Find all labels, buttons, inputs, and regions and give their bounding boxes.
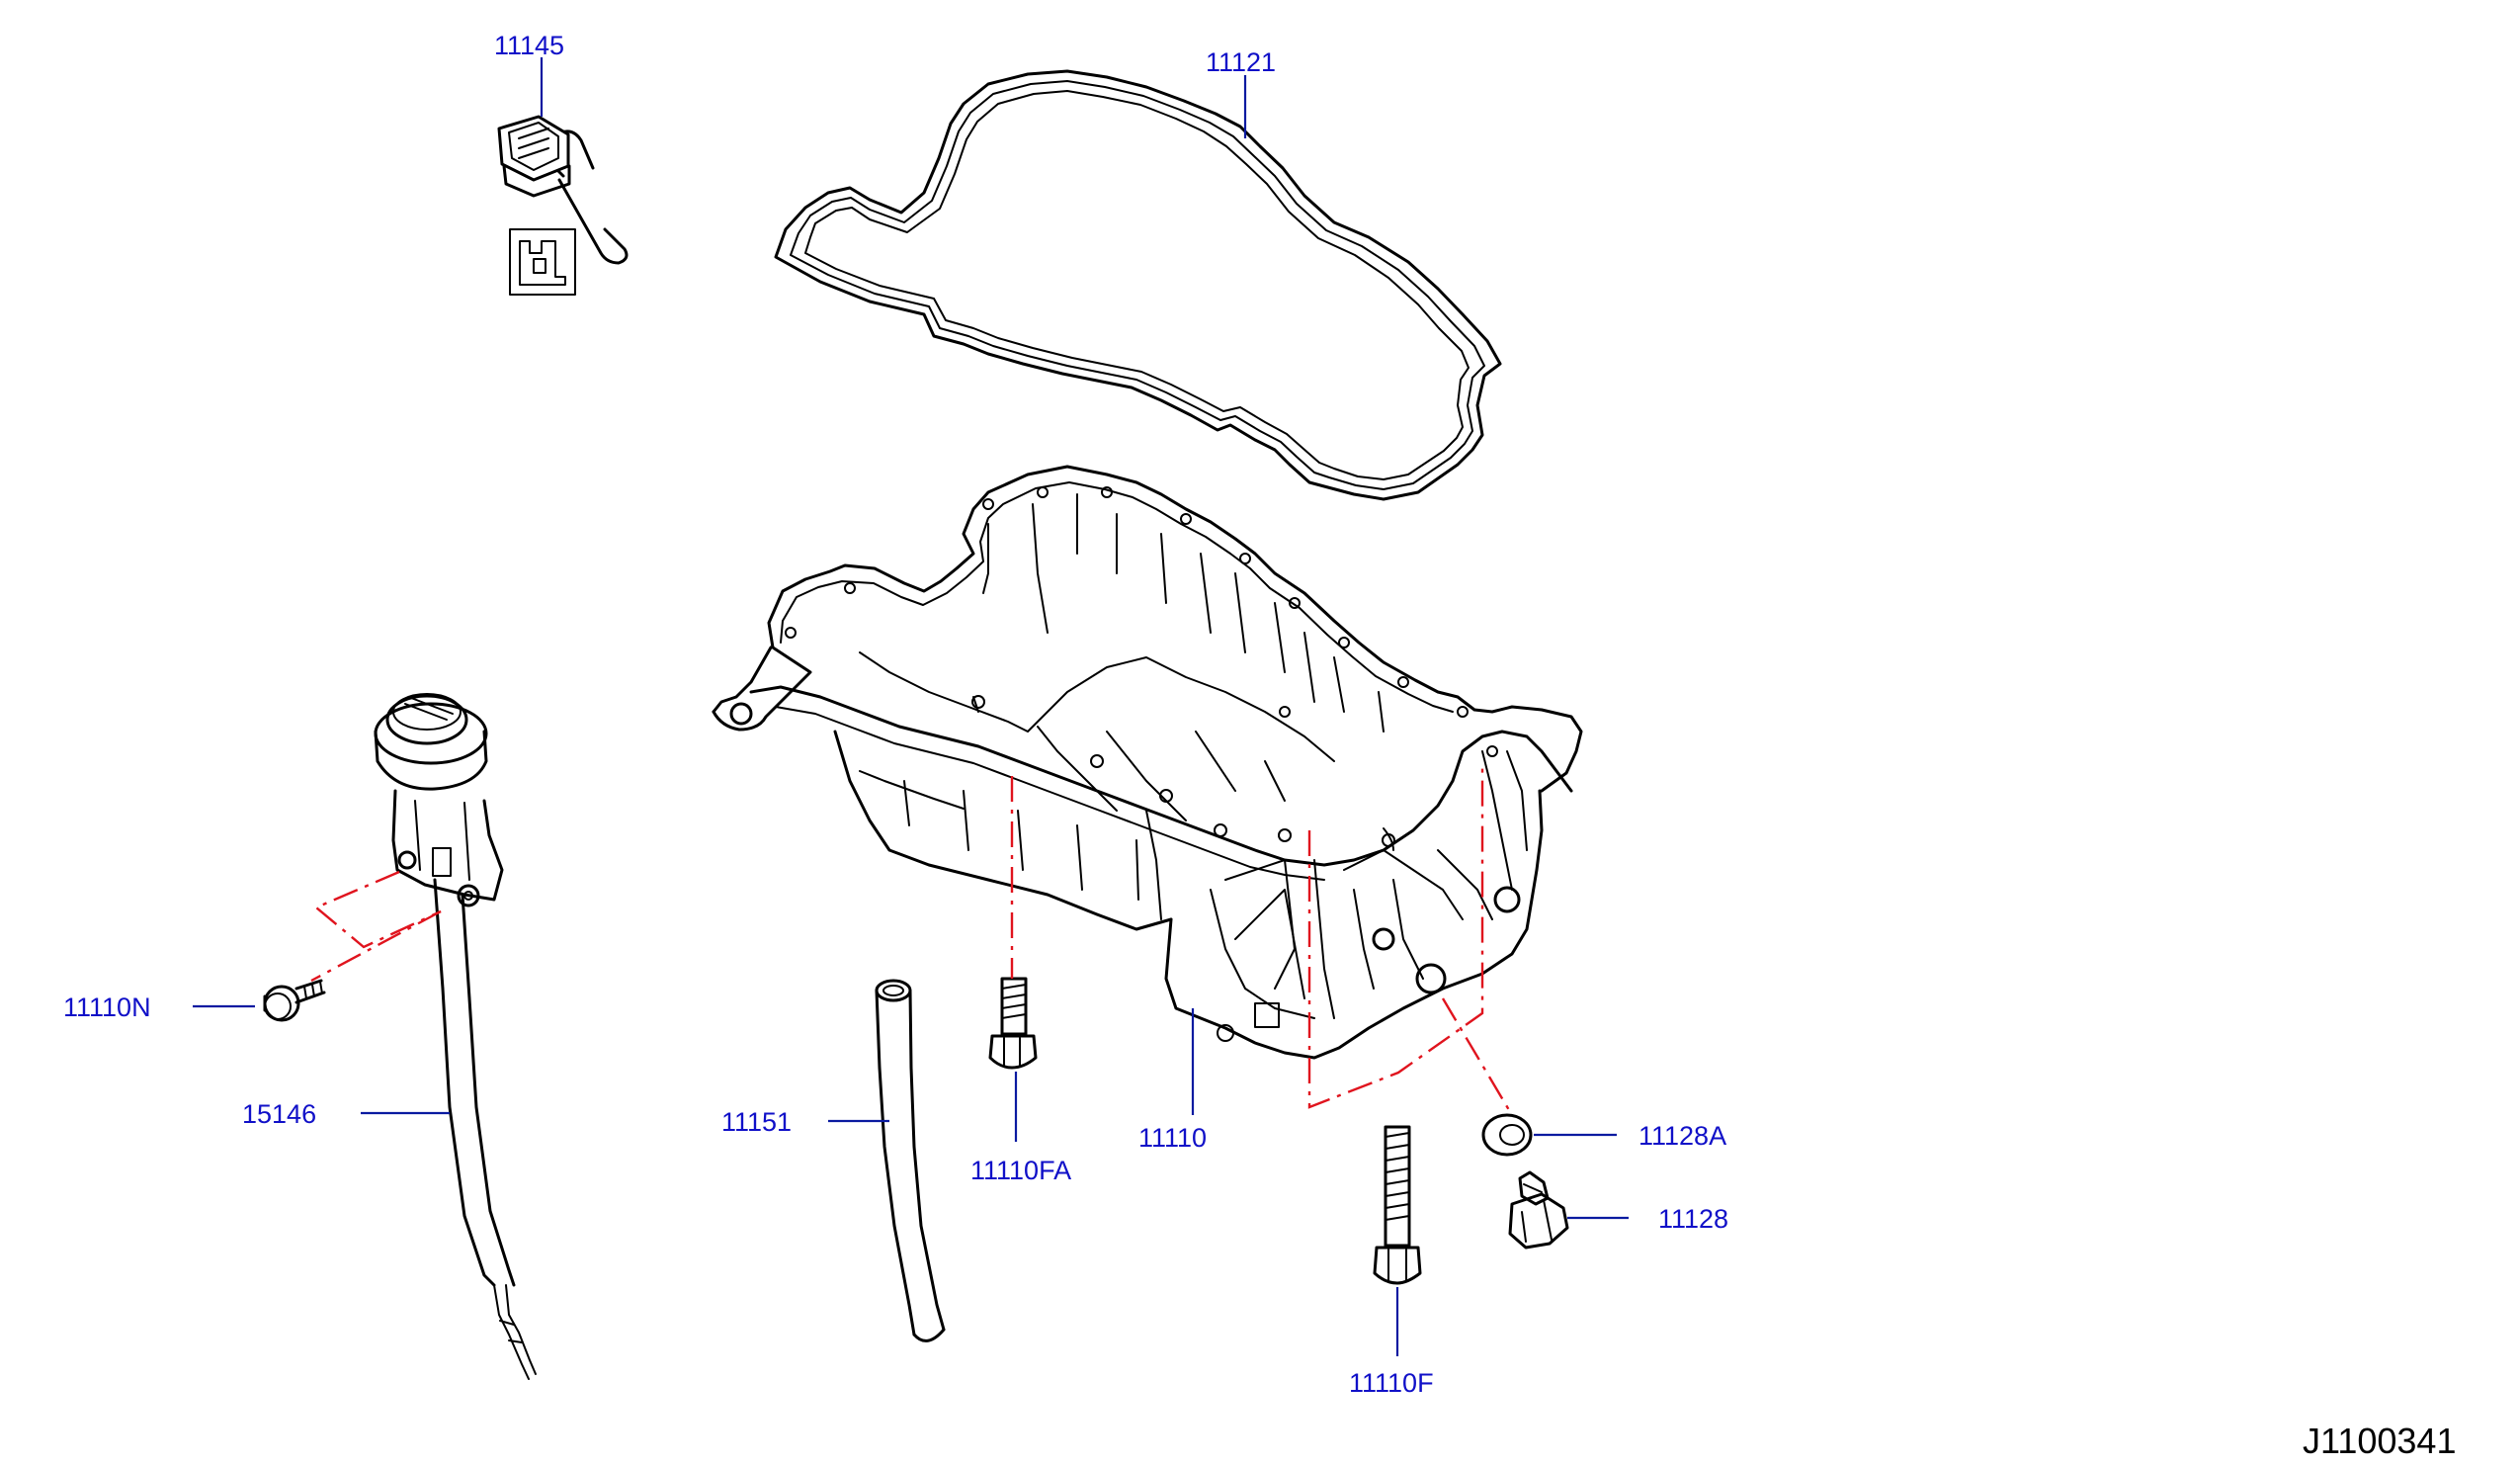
oil-level-sensor[interactable]	[497, 115, 629, 265]
label-11110FA: 11110FA	[970, 1156, 1071, 1185]
phantom-lines	[310, 761, 1514, 1116]
service-note-icon	[509, 228, 576, 296]
oil-pan-gasket[interactable]	[774, 69, 1502, 501]
oil-pan-bolt-f[interactable]	[1373, 1125, 1422, 1285]
oil-pan[interactable]	[712, 465, 1583, 1060]
callouts: 11145 11121 11110N 15146 11151 11110FA 1…	[63, 31, 2456, 1461]
oil-pan-bolt-fa[interactable]	[988, 977, 1038, 1070]
label-11128: 11128	[1658, 1204, 1728, 1234]
label-11110F: 11110F	[1349, 1368, 1434, 1398]
label-11121: 11121	[1206, 47, 1276, 77]
drain-washer[interactable]	[1481, 1113, 1533, 1157]
guide-tube[interactable]	[875, 979, 946, 1342]
drawing-reference: J1100341	[2303, 1421, 2456, 1461]
label-11110N: 11110N	[63, 992, 151, 1022]
guide-bolt-n[interactable]	[263, 979, 326, 1022]
label-11151: 11151	[721, 1107, 792, 1137]
label-11145: 11145	[494, 31, 564, 60]
connector-icon	[497, 115, 571, 198]
dipstick-guide[interactable]	[374, 693, 537, 1380]
label-15146: 15146	[242, 1099, 316, 1129]
label-11110: 11110	[1138, 1123, 1207, 1153]
label-11128A: 11128A	[1638, 1121, 1726, 1151]
drain-plug[interactable]	[1508, 1170, 1569, 1250]
